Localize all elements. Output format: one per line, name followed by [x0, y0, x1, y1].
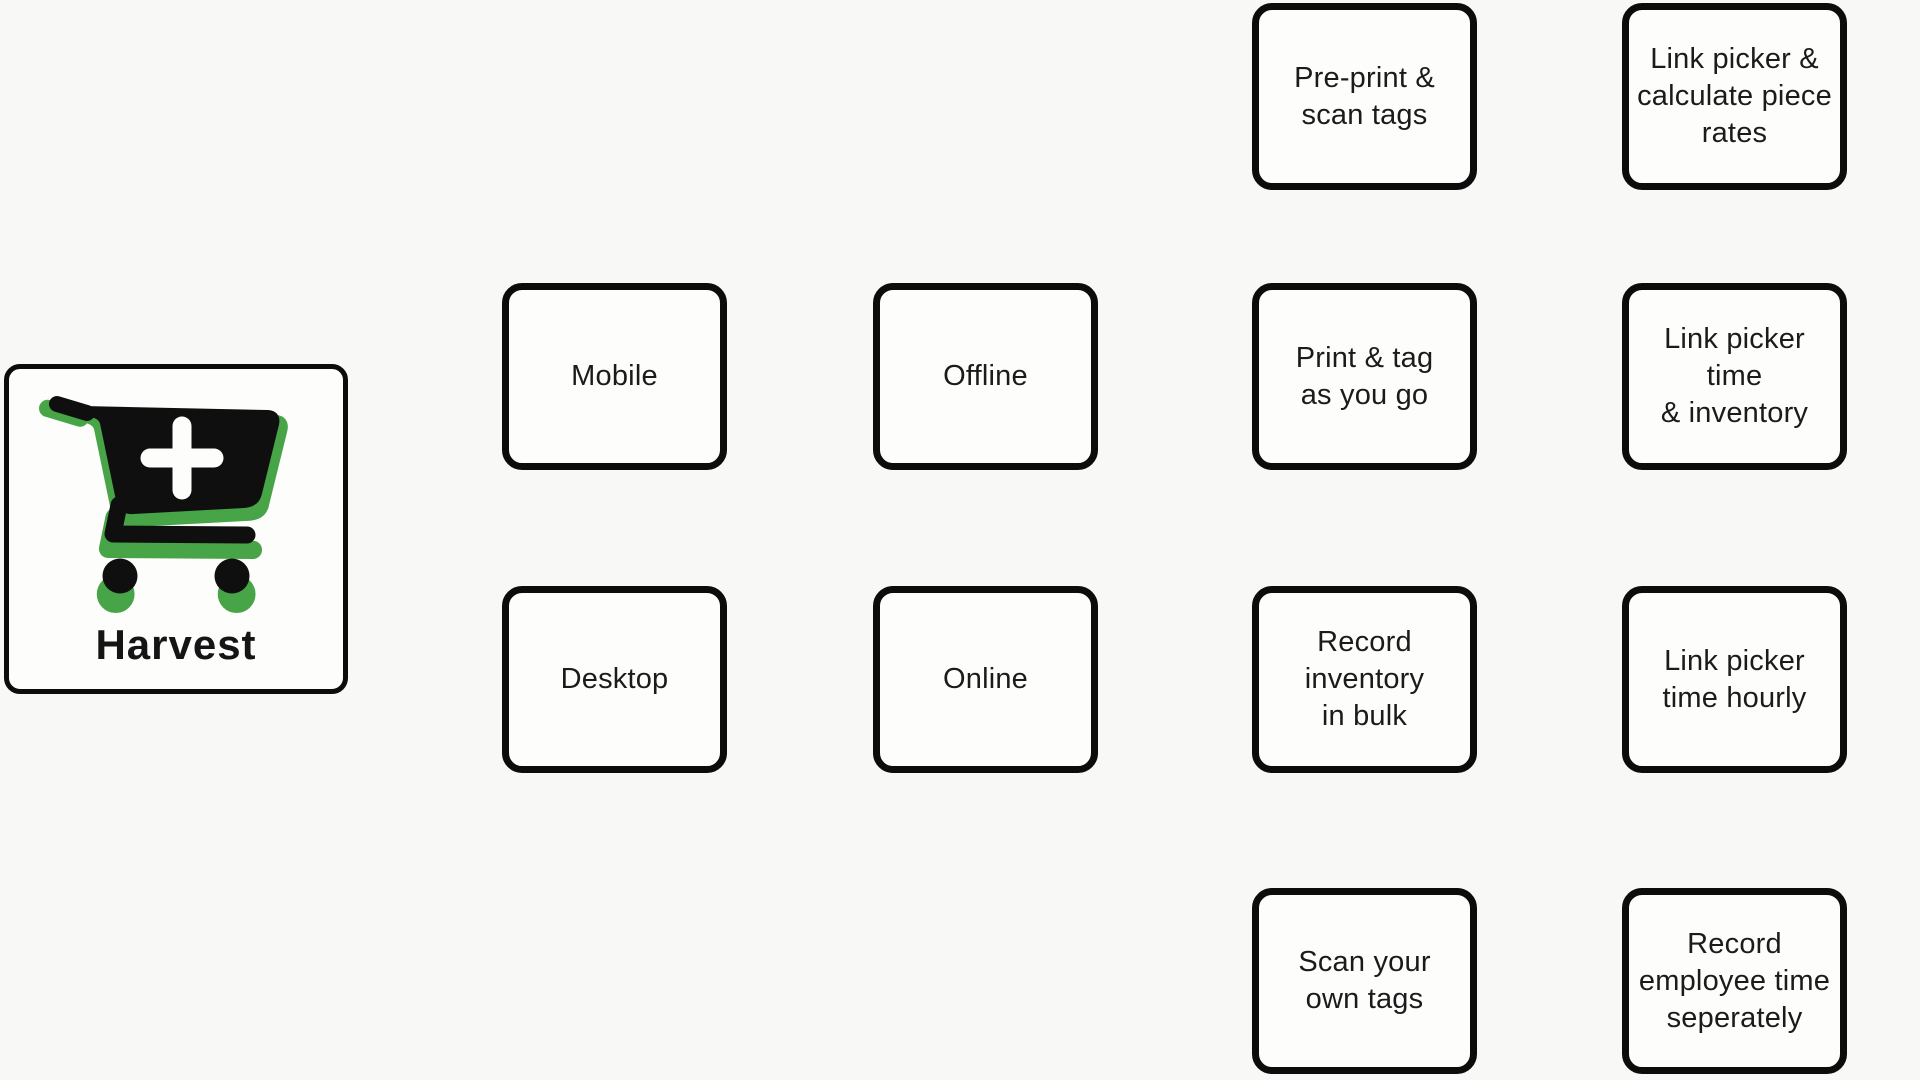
harvest-logo-card: Harvest	[4, 364, 348, 694]
cart-plus-icon	[49, 399, 279, 614]
node-print-tag-as-you-go: Print & tag as you go	[1252, 283, 1477, 470]
node-pre-print-scan-tags: Pre-print & scan tags	[1252, 3, 1477, 190]
node-label: Online	[942, 663, 1029, 695]
node-label: Offline	[943, 360, 1028, 392]
node-record-inventory-in-bulk: Record inventory in bulk	[1252, 586, 1477, 773]
node-scan-your-own-tags: Scan your own tags	[1252, 888, 1477, 1074]
node-label: Desktop	[560, 663, 669, 695]
node-label: Record employee time seperately	[1638, 927, 1831, 1034]
node-label: Print & tag as you go	[1295, 341, 1434, 411]
node-label: Record inventory in bulk	[1304, 626, 1425, 732]
node-mobile: Mobile	[502, 283, 727, 470]
node-label: Link picker & calculate piece rates	[1637, 43, 1832, 149]
node-online: Online	[873, 586, 1098, 773]
node-link-picker-time-hourly: Link picker time hourly	[1622, 586, 1847, 773]
node-offline: Offline	[873, 283, 1098, 470]
node-link-picker-time-inventory: Link picker time & inventory	[1622, 283, 1847, 470]
node-link-picker-calculate-piece-rates: Link picker & calculate piece rates	[1622, 3, 1847, 190]
node-desktop: Desktop	[502, 586, 727, 773]
node-label: Link picker time hourly	[1662, 644, 1807, 714]
node-label: Link picker time & inventory	[1660, 323, 1809, 429]
node-record-employee-time-seperately: Record employee time seperately	[1622, 888, 1847, 1074]
node-label: Scan your own tags	[1298, 946, 1431, 1015]
node-label: Mobile	[571, 360, 658, 392]
node-label: Pre-print & scan tags	[1294, 61, 1435, 131]
logo-title: Harvest	[95, 621, 257, 668]
